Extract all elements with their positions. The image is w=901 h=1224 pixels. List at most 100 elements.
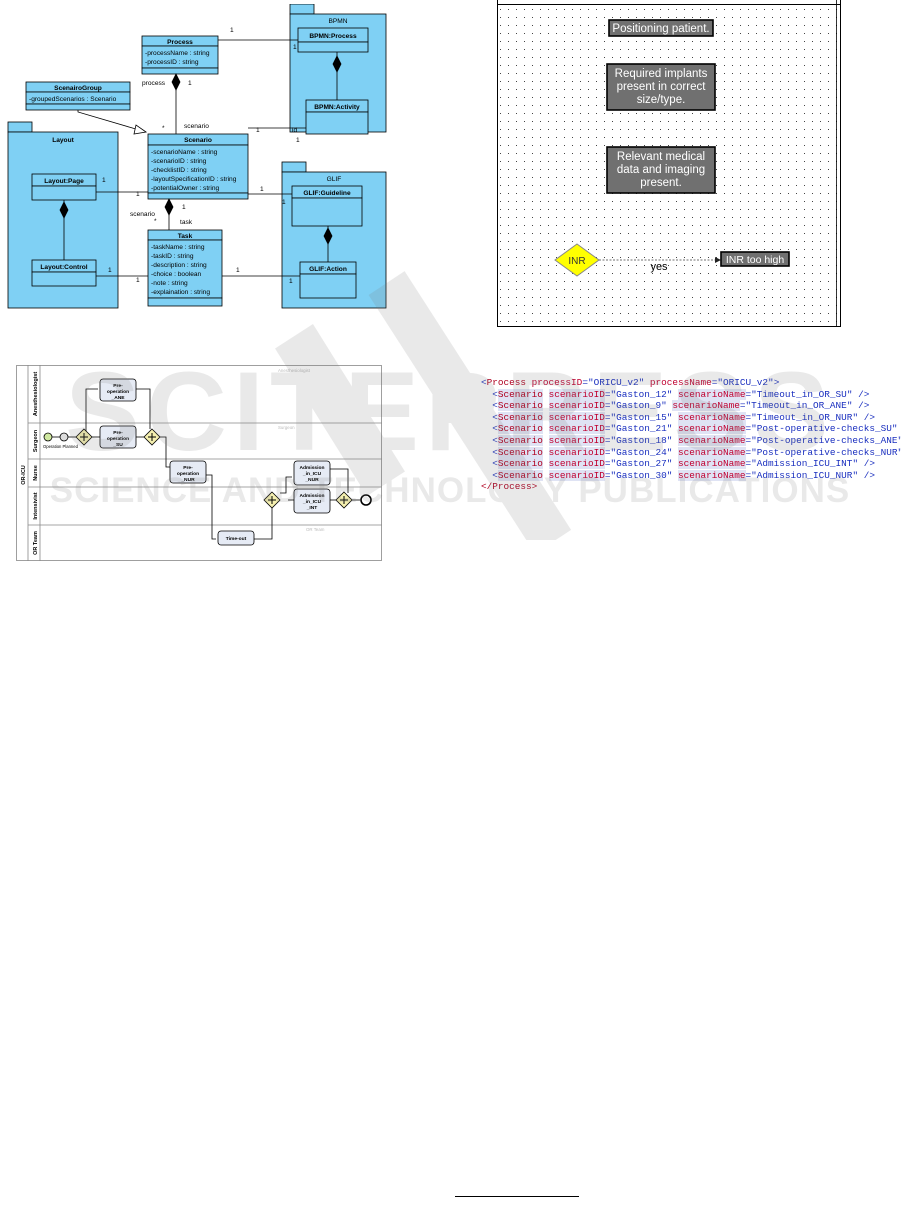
xml-punct: =" <box>604 458 617 470</box>
assoc-mult: 1 <box>282 199 286 206</box>
scenario-group-attr: -groupedScenarios : Scenario <box>29 96 117 103</box>
xml-attr-value: Gaston_18 <box>616 434 667 446</box>
svg-text:_NUR: _NUR <box>304 477 319 483</box>
xml-attr-name: scenarioID <box>548 388 605 400</box>
xml-punct: " <box>666 469 673 481</box>
assoc-mult: 1 <box>289 278 293 285</box>
svg-text:operation: operation <box>107 389 129 395</box>
assoc-mult: 1 <box>136 191 140 198</box>
bpmn-package-label: BPMN <box>328 18 347 25</box>
assoc-mult: 1 <box>296 137 300 144</box>
xml-punct: =" <box>604 446 617 458</box>
bpmn-package: BPMN BPMN:Process BPMN:Activity <box>289 4 387 135</box>
lane-watermark: OR Team <box>306 527 325 532</box>
xml-attr-name: scenarioName <box>678 423 746 435</box>
assoc-mult: 1 <box>236 267 240 274</box>
xml-bracket: /> <box>858 458 875 470</box>
task-admission-icu-nur: Admission _in_ICU _NUR <box>299 465 324 483</box>
xml-tag-name: Process <box>486 377 527 388</box>
xml-bracket: > <box>773 377 780 388</box>
xml-attr-name: scenarioID <box>548 446 605 458</box>
xml-bracket: /> <box>897 423 901 434</box>
scenario-attr-4: -potentialOwner : string <box>151 185 219 192</box>
xml-attr-value: Gaston_30 <box>616 469 667 481</box>
xml-punct: " <box>846 400 853 412</box>
xml-attr-name: scenarioID <box>548 469 605 481</box>
flow-step-text: data and imaging <box>617 164 705 176</box>
xml-attr-value: Timeout_in_OR_NUR <box>756 411 853 423</box>
xml-punct: " <box>852 411 859 423</box>
xml-scenario-line: <Scenario scenarioID="Gaston_9" scenario… <box>481 400 881 412</box>
id-role: id <box>292 127 297 134</box>
assoc-mult: 1 <box>182 204 186 211</box>
xml-punct: =" <box>745 388 757 400</box>
xml-scenario-line: <Scenario scenarioID="Gaston_21" scenari… <box>481 423 897 435</box>
xml-attr-name: processID <box>531 377 583 388</box>
scenario-group-title: ScenairoGroup <box>54 85 102 92</box>
xml-punct: " <box>666 446 673 458</box>
process-role: process <box>142 80 166 87</box>
xml-attr-name: scenarioName <box>678 469 746 481</box>
svg-text:_NUR: _NUR <box>180 477 195 483</box>
xml-attr-name: scenarioID <box>548 400 605 412</box>
task-pre-operation-nur: Pre- operation _NUR <box>177 465 199 483</box>
xml-attr-name: scenarioID <box>548 423 605 435</box>
svg-text:Pre-: Pre- <box>113 430 123 436</box>
xml-attr-value: Gaston_21 <box>616 423 667 435</box>
xml-bracket: < <box>492 469 498 481</box>
xml-scenario-line: <Scenario scenarioID="Gaston_24" scenari… <box>481 446 901 459</box>
xml-bracket: /> <box>858 411 875 423</box>
svg-text:Pre-: Pre- <box>113 383 123 389</box>
layout-control-class: Layout:Control <box>40 264 87 271</box>
task-attr-3: -choice : boolean <box>151 271 202 278</box>
task-class-title: Task <box>178 233 193 240</box>
assoc-mult: * <box>162 125 165 132</box>
glif-package: GLIF GLIF:Guideline GLIF:Action <box>281 161 387 309</box>
footnote-rule <box>455 1196 579 1197</box>
xml-attr-name: scenarioID <box>548 411 605 423</box>
xml-tag-name: Scenario <box>497 400 543 412</box>
xml-tag-name: </Process> <box>481 481 538 493</box>
xml-punct: " <box>852 458 859 470</box>
scenario-group-class: ScenairoGroup -groupedScenarios : Scenar… <box>25 81 131 111</box>
scenario-class: Scenario -scenarioName : string -scenari… <box>147 133 249 200</box>
uml-class-diagram: BPMN BPMN:Process BPMN:Activity Process … <box>7 4 387 309</box>
xml-punct: " <box>897 435 901 446</box>
xml-scenario-line: <Scenario scenarioID="Gaston_30" scenari… <box>481 469 881 482</box>
xml-punct: " <box>897 447 901 458</box>
xml-attr-value: Post-operative-checks_SU <box>756 423 892 435</box>
xml-attr-value: Post-operative-checks_NUR <box>756 446 898 458</box>
xml-bracket: < <box>492 446 498 458</box>
lane-watermark: Anesthesiologist <box>278 368 311 373</box>
xml-bracket: < <box>492 388 498 400</box>
flow-step-text: Relevant medical <box>617 151 705 163</box>
xml-attr-value: Gaston_24 <box>616 446 667 458</box>
xml-scenario-line: <Scenario scenarioID="Gaston_27" scenari… <box>481 458 881 470</box>
lane-watermark: Surgeon <box>278 425 295 430</box>
assoc-mult: 1 <box>256 127 260 134</box>
xml-punct: " <box>852 469 859 481</box>
xml-process-open: <Process processID="ORICU_v2" processNam… <box>481 377 881 389</box>
svg-text:_ANE: _ANE <box>110 395 125 401</box>
xml-punct: =" <box>604 400 617 412</box>
xml-punct: =" <box>604 434 617 446</box>
svg-text:operation: operation <box>177 471 199 477</box>
svg-text:_in_ICU: _in_ICU <box>302 471 322 477</box>
bpmn-swimlane-diagram: OR-ICU Anesthesiologist Surgeon Nurse In… <box>16 365 382 561</box>
xml-attr-name: scenarioName <box>678 458 746 470</box>
scenario-class-title: Scenario <box>184 137 212 144</box>
assoc-mult: 1 <box>230 27 234 34</box>
task-attr-0: -taskName : string <box>151 244 205 251</box>
xml-punct: " <box>666 458 673 470</box>
xml-bracket: < <box>492 423 498 435</box>
assoc-mult: * <box>154 218 157 225</box>
flow-decision-label: INR <box>568 256 585 267</box>
xml-punct: " <box>846 388 853 400</box>
xml-attr-name: scenarioName <box>678 388 746 400</box>
xml-punct: " <box>666 411 673 423</box>
svg-text:Pre-: Pre- <box>183 465 193 471</box>
xml-punct: =" <box>582 377 594 388</box>
scenario-attr-3: -layoutSpecificationID : string <box>151 176 237 183</box>
xml-punct: =" <box>604 411 617 423</box>
layout-package-label: Layout <box>52 137 74 144</box>
